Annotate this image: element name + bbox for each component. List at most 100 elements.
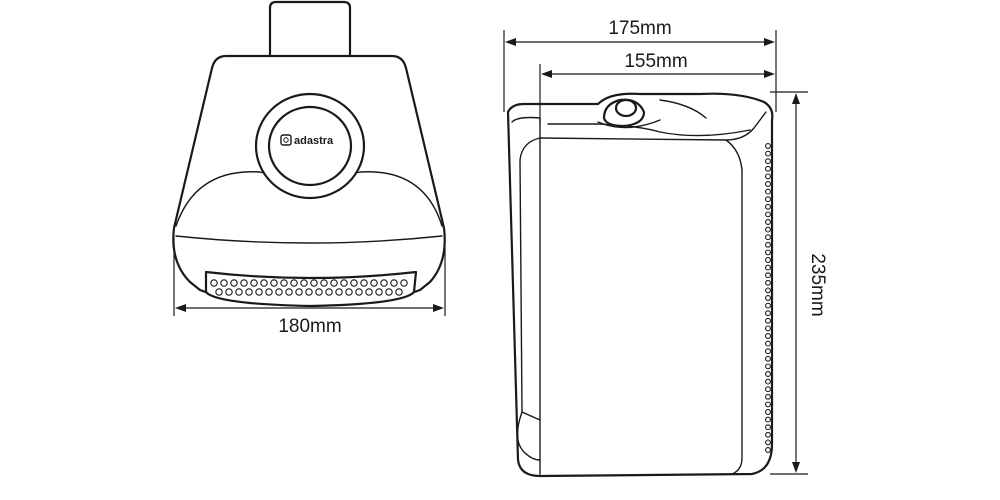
grille-hole — [765, 158, 771, 165]
grille-hole — [765, 439, 771, 446]
grille-hole — [765, 173, 771, 180]
grille-hole — [355, 288, 363, 296]
side-rear-panel — [725, 139, 743, 475]
body-depth-dimension: 155mm — [539, 51, 775, 124]
grille-hole — [330, 279, 338, 287]
grille-hole — [215, 288, 223, 296]
grille-hole — [765, 287, 771, 294]
grille-hole — [765, 409, 771, 415]
grille-hole — [765, 302, 771, 309]
grille-hole — [260, 279, 268, 287]
side-grille-holes — [765, 143, 771, 453]
front-width-label: 180mm — [278, 316, 341, 337]
grille-hole — [385, 288, 393, 296]
front-grille-holes — [210, 279, 408, 296]
overall-depth-arrow-left — [505, 38, 516, 46]
grille-hole — [765, 249, 771, 256]
grille-hole — [765, 257, 771, 263]
front-width-arrow-right — [433, 304, 444, 312]
grille-hole — [765, 226, 771, 233]
grille-hole — [765, 363, 771, 370]
grille-hole — [335, 288, 343, 296]
grille-hole — [365, 288, 373, 296]
grille-hole — [765, 234, 771, 241]
grille-hole — [765, 196, 771, 203]
grille-hole — [765, 348, 771, 355]
grille-hole — [765, 340, 771, 347]
grille-hole — [765, 431, 771, 438]
front-width-arrow-left — [175, 304, 186, 312]
grille-hole — [765, 447, 771, 453]
grille-hole — [320, 279, 328, 287]
grille-hole — [765, 310, 771, 317]
bracket-pivot-inner — [267, 105, 353, 187]
grille-hole — [250, 279, 258, 287]
grille-hole — [765, 317, 771, 324]
grille-hole — [375, 288, 383, 296]
grille-hole — [285, 288, 293, 296]
grille-hole — [765, 188, 771, 195]
grille-hole — [765, 386, 771, 393]
grille-hole — [210, 279, 218, 287]
body-depth-arrow-left — [541, 70, 552, 78]
grille-hole — [310, 279, 318, 287]
grille-hole — [765, 371, 771, 377]
grille-hole — [765, 143, 771, 149]
overall-depth-arrow-right — [764, 38, 775, 46]
logo-icon — [280, 134, 292, 146]
side-front-frame-bottom — [516, 411, 541, 461]
grille-hole — [390, 279, 398, 287]
grille-hole — [230, 279, 238, 287]
grille-hole — [765, 219, 771, 225]
grille-hole — [340, 279, 348, 287]
grille-hole — [765, 264, 771, 271]
side-view — [506, 92, 774, 478]
grille-hole — [765, 211, 771, 218]
logo-text: adastra — [294, 135, 334, 147]
grille-hole — [400, 279, 408, 287]
grille-hole — [255, 288, 263, 296]
overall-depth-dimension: 175mm — [503, 18, 777, 112]
grille-hole — [350, 279, 358, 287]
height-arrow-bottom — [792, 462, 800, 473]
grille-hole — [765, 150, 771, 157]
body-depth-label: 155mm — [624, 51, 687, 72]
grille-hole — [245, 288, 253, 296]
grille-hole — [765, 181, 771, 187]
brand-logo: adastra — [280, 134, 334, 147]
grille-hole — [370, 279, 378, 287]
grille-hole — [325, 288, 333, 296]
grille-hole — [235, 288, 243, 296]
grille-hole — [765, 378, 771, 385]
grille-hole — [765, 203, 771, 210]
grille-hole — [300, 279, 308, 287]
front-view: adastra — [172, 0, 446, 308]
grille-hole — [270, 279, 278, 287]
height-arrow-top — [792, 93, 800, 104]
grille-hole — [765, 333, 771, 339]
grille-hole — [765, 424, 771, 431]
grille-hole — [765, 416, 771, 423]
grille-hole — [765, 295, 771, 301]
grille-hole — [220, 279, 228, 287]
front-width-dimension: 180mm — [173, 238, 446, 337]
grille-hole — [240, 279, 248, 287]
grille-hole — [295, 288, 303, 296]
grille-hole — [765, 272, 771, 279]
grille-hole — [395, 288, 403, 296]
grille-hole — [280, 279, 288, 287]
grille-hole — [765, 393, 771, 400]
grille-hole — [305, 288, 313, 296]
grille-hole — [765, 401, 771, 408]
logo-icon-dot — [283, 137, 289, 143]
overall-depth-label: 175mm — [608, 18, 671, 39]
grille-hole — [380, 279, 388, 287]
grille-hole — [765, 279, 771, 286]
grille-hole — [765, 241, 771, 248]
front-baffle-line — [175, 235, 443, 244]
side-cabinet — [506, 92, 774, 478]
grille-hole — [225, 288, 233, 296]
grille-hole — [765, 355, 771, 362]
grille-hole — [265, 288, 273, 296]
